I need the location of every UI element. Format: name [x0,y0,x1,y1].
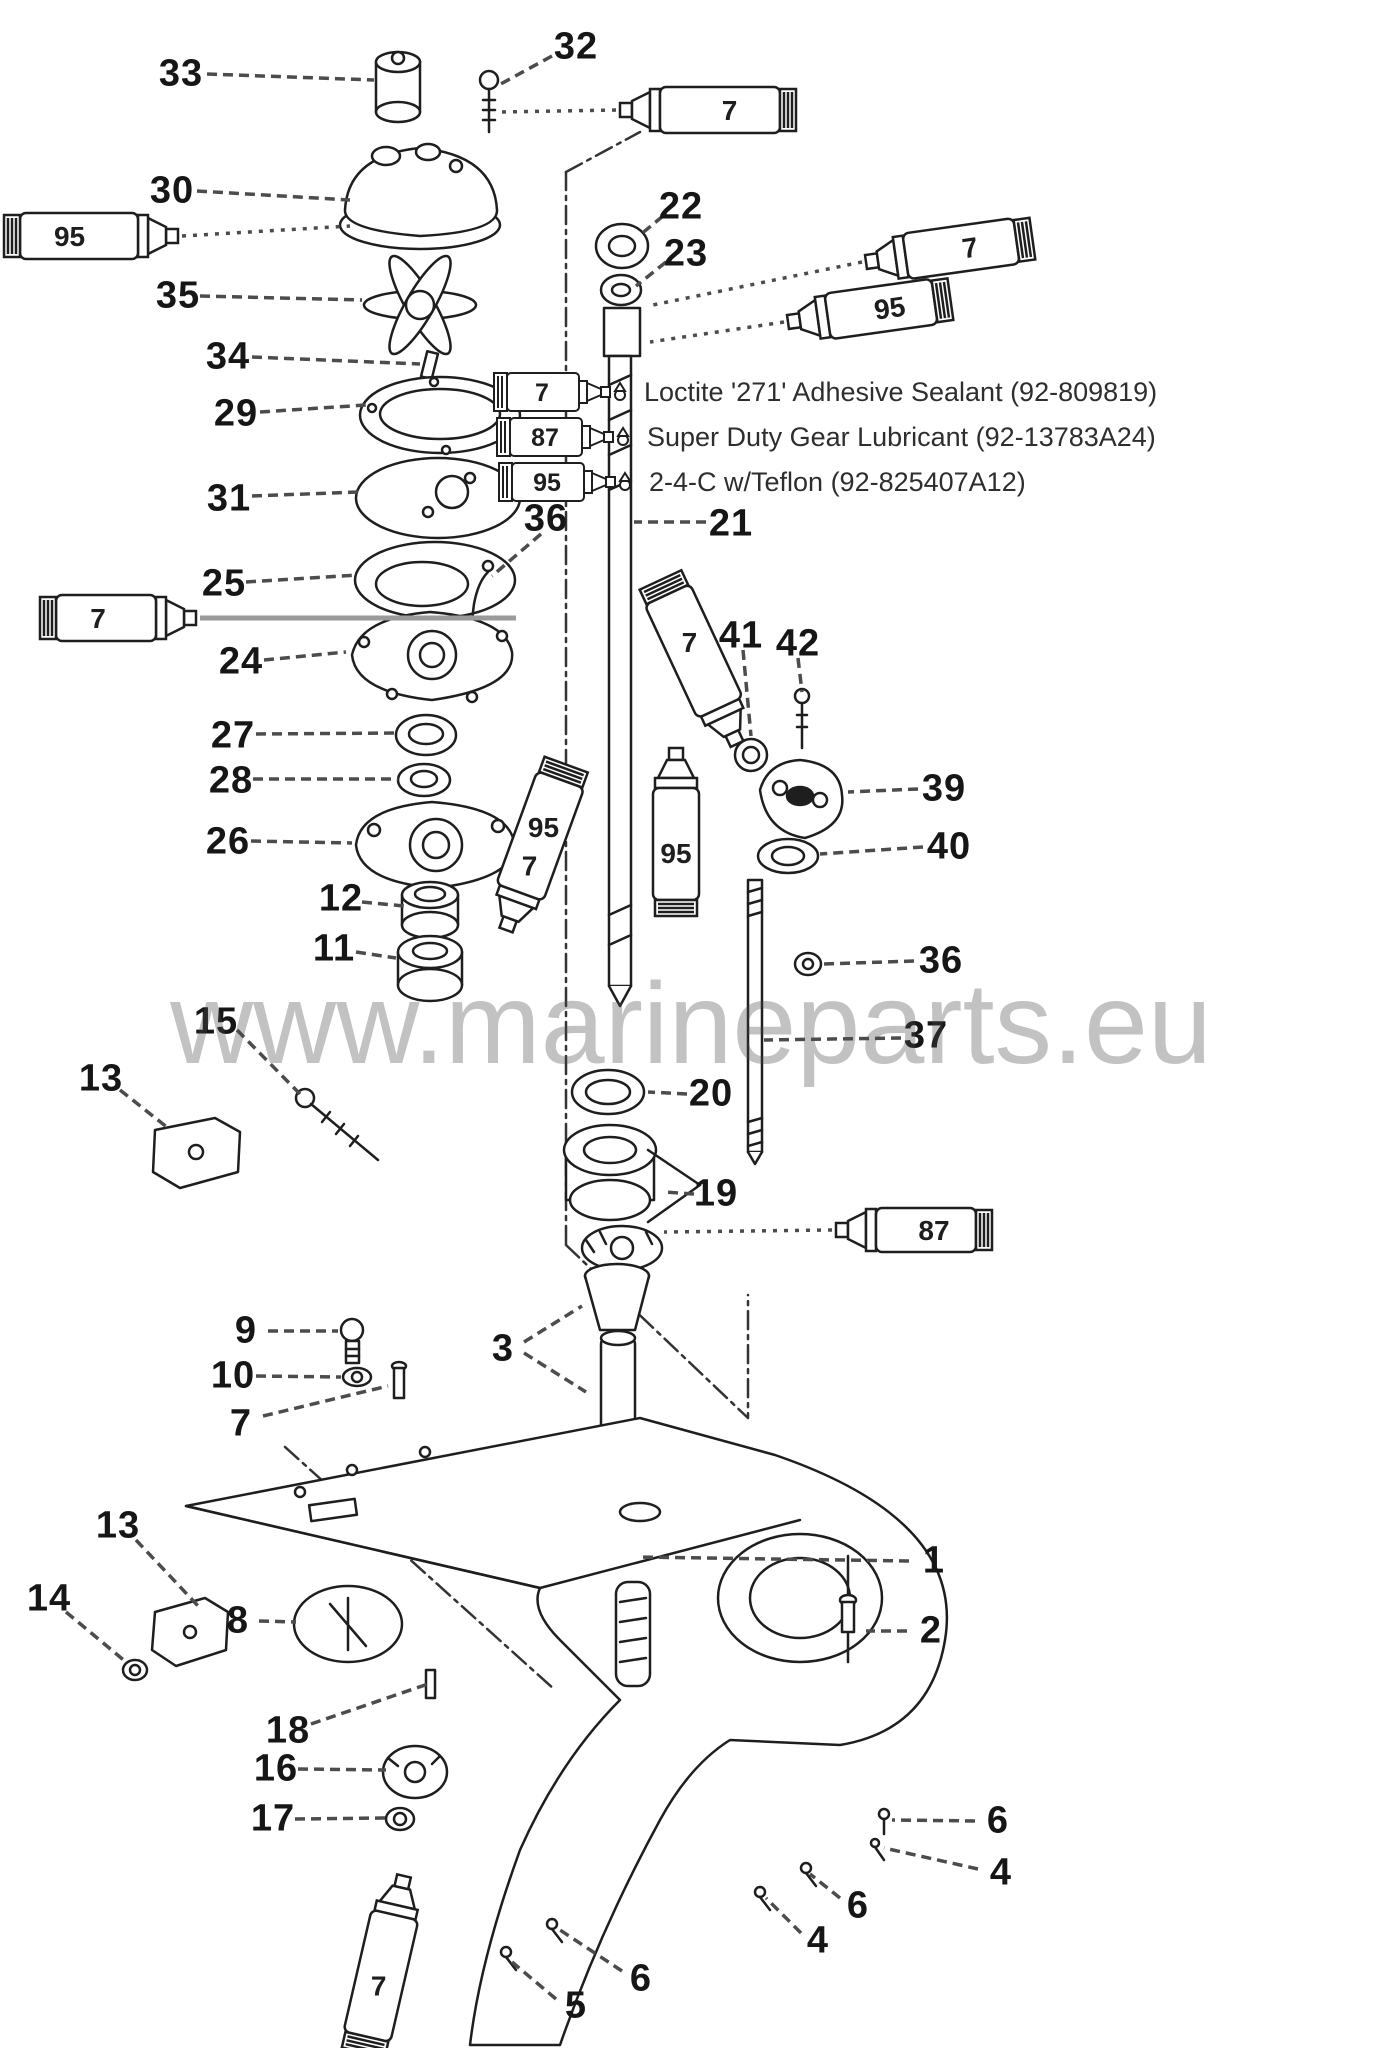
lubricant-tube-95-6: 95 [651,746,701,918]
lubricant-tube-87-8: 87 [834,1206,994,1254]
legend-text-24c: 2-4-C w/Teflon (92-825407A12) [649,466,1026,497]
part-26-carrier [354,800,516,890]
part-28-oil-seal [396,762,452,798]
tube-icon-95: 95 [498,462,632,502]
part-13-anode-lower [150,1596,230,1668]
part-36-pin [466,559,495,654]
part-40-oring [756,837,820,875]
part-13-anode-upper [151,1116,242,1190]
tube-number: 95 [533,469,561,497]
lubricant-tube-95-0: 95 [2,211,180,261]
part-11-bearing [396,934,464,1003]
svg-text:7: 7 [722,95,738,126]
part-32-bolt [478,69,500,134]
part-10-washer [341,1366,373,1388]
svg-text:7: 7 [960,231,980,264]
part-18-pin [424,1668,437,1700]
svg-text:87: 87 [918,1215,949,1246]
part-41-nut [733,737,769,773]
part-12-washer [400,880,460,940]
part-42-screw [793,687,811,750]
part-27-oil-seal [394,713,458,757]
part-7-pin [390,1360,408,1400]
part-9-plug [339,1317,365,1365]
part-29-gasket [358,375,522,456]
part-1-gearcase-housing [184,1416,949,2047]
part-25-gasket [353,540,517,620]
svg-text:95: 95 [660,838,691,869]
tube-icon-7: 7 [493,372,627,412]
part-20-oring [570,1068,646,1116]
svg-text:7: 7 [371,1971,387,2002]
lubricant-tube-95-3: 95 [785,276,955,341]
part-19-bearing [562,1123,702,1224]
part-39-bracket [758,758,844,840]
lubricant-tube-95-7: 957 [494,755,590,934]
part-2-stud [838,1554,858,1664]
part-16-coupler [381,1744,449,1800]
svg-text:7: 7 [90,603,106,634]
part-36-washer [793,951,823,977]
part-17-nut [384,1806,416,1832]
part-22-oring [594,222,650,270]
part-14-nut [121,1658,149,1682]
part-30-pump-housing [338,142,502,251]
part-8-trim-tab [292,1584,404,1664]
legend-text-loctite: Loctite '271' Adhesive Sealant (92-80981… [644,376,1158,407]
svg-text:95: 95 [872,291,907,326]
lubricant-tube-7-4: 7 [38,593,198,643]
part-24-pump-base [350,610,514,704]
tube-number: 87 [531,424,559,452]
part-31-face-plate [354,456,522,540]
part-37-propshaft [746,878,764,1166]
tube-icon-87: 87 [496,417,630,457]
legend-row-24c: 95 2-4-C w/Teflon (92-825407A12) [497,460,1026,504]
callout-leader-lines [64,54,979,2001]
part-33-plug [374,50,422,124]
part-23-oring [599,273,643,307]
housing-screws [499,1807,891,1972]
part-15-bolt [294,1087,380,1162]
lubricant-tube-7-5: 7 [637,568,746,749]
lubricant-tube-7-2: 7 [863,216,1037,281]
svg-text:7: 7 [682,627,698,658]
part-35-impeller [362,254,478,356]
svg-text:7: 7 [522,850,538,881]
svg-text:95: 95 [54,221,85,252]
legend-row-gear-lube: 87 Super Duty Gear Lubricant (92-13783A2… [495,415,1156,459]
part-34-key [419,349,440,381]
tube-number: 7 [535,379,549,407]
legend-text-gear-lube: Super Duty Gear Lubricant (92-13783A24) [647,421,1156,452]
lubricant-tube-7-1: 7 [618,85,798,135]
part-forward-gear [580,1224,664,1272]
lubricant-tube-7-9: 7 [340,1872,420,2048]
svg-text:95: 95 [528,812,559,843]
legend-row-loctite: 7 Loctite '271' Adhesive Sealant (92-809… [492,370,1157,414]
